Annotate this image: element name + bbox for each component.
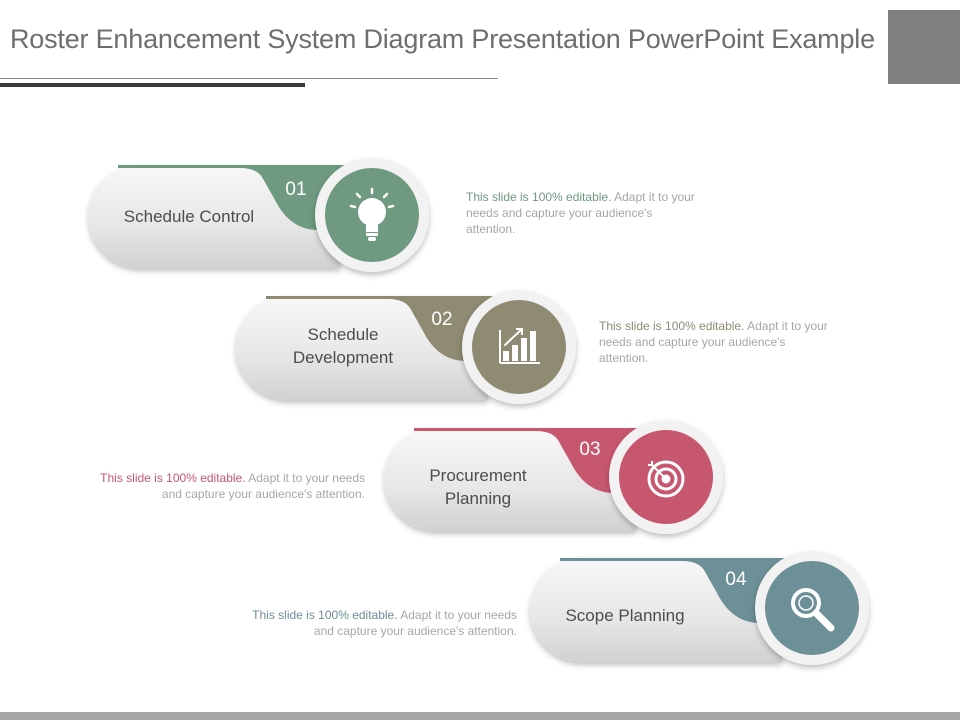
step-4-description-rest: Adapt it to your needs and capture your … [313,608,517,638]
step-4-description: This slide is 100% editable. Adapt it to… [252,607,517,639]
step-1-tab [118,165,368,230]
step-2-label-line2: Development [293,348,393,367]
step-2-circle [472,300,566,394]
step-4: 04 Scope Planning [530,551,869,665]
step-4-number: 04 [725,569,747,590]
step-2-label-line1: Schedule [308,325,379,344]
slide-title: Roster Enhancement System Diagram Presen… [10,24,875,54]
step-3-description: This slide is 100% editable. Adapt it to… [100,470,365,502]
step-2-number: 02 [431,309,452,330]
step-4-tab [560,558,810,623]
footer-bar [0,712,960,720]
step-2-pill-face [239,301,488,398]
step-2-description-rest: Adapt it to your needs and capture your … [599,319,828,365]
title-underline-thick [0,83,305,87]
step-4-pill-face [533,563,782,660]
step-3-number: 03 [579,439,600,460]
step-2: 02 Schedule Development [236,290,576,404]
step-2-description-highlight: This slide is 100% editable. [599,319,745,333]
step-1-number: 01 [285,179,306,200]
step-3-label-line2: Planning [445,489,511,508]
step-1-pill-face [92,170,340,266]
step-3-description-rest: Adapt it to your needs and capture your … [161,471,365,501]
corner-decoration [888,10,960,84]
step-4-circle [765,561,859,655]
step-3-label-line1: Procurement [429,466,527,485]
step-1-description: This slide is 100% editable. Adapt it to… [466,189,701,237]
step-2-description: This slide is 100% editable. Adapt it to… [599,318,834,366]
step-3: 03 Procurement Planning [384,420,723,534]
step-1-description-highlight: This slide is 100% editable. [466,190,612,204]
title-underline-thin [0,78,498,79]
step-2-tab [266,296,516,361]
step-1-label: Schedule Control [124,207,254,226]
bar-chart-icon [499,328,540,364]
step-4-label: Scope Planning [565,606,684,625]
lightbulb-icon [349,187,395,241]
magnifier-icon [791,588,835,632]
target-icon [647,460,685,498]
step-3-tab [414,428,664,493]
step-1-description-rest: Adapt it to your needs and capture your … [466,190,695,236]
step-3-description-highlight: This slide is 100% editable. [100,471,246,485]
step-3-pill-face [388,433,636,529]
step-4-description-highlight: This slide is 100% editable. [252,608,398,622]
step-1: 01 Schedule Control [88,158,429,272]
